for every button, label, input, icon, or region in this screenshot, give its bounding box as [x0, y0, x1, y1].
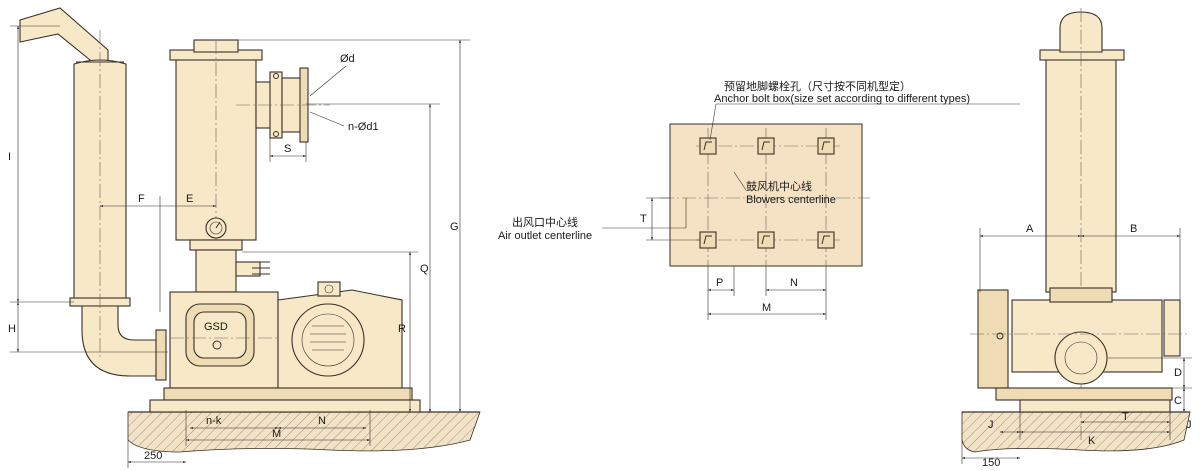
blower-centerline-cn: 鼓风机中心线	[746, 179, 812, 193]
dim-label-R: R	[398, 323, 406, 335]
dim-label-n-k: n-k	[206, 415, 222, 427]
anchor-note-en: Anchor bolt box(size set according to di…	[714, 93, 970, 105]
dim-label-n-phi-d1: n-Ød1	[348, 121, 379, 133]
dim-label-I: I	[8, 151, 11, 163]
side-label-T: T	[1122, 411, 1129, 423]
side-label-K: K	[1088, 435, 1096, 447]
anchor-note-cn: 预留地脚螺栓孔（尺寸按不同机型定）	[724, 79, 911, 93]
side-label-150: 150	[982, 457, 1000, 469]
side-dimensions: A B D C J J K T 150	[961, 223, 1192, 469]
outlet-centerline-cn: 出风口中心线	[512, 215, 578, 229]
dim-label-250: 250	[144, 450, 162, 462]
side-label-B: B	[1130, 223, 1137, 235]
side-label-A: A	[1026, 223, 1034, 235]
side-label-J-right: J	[1186, 419, 1192, 431]
dim-label-E: E	[186, 193, 193, 205]
side-label-C: C	[1174, 395, 1182, 407]
dim-label-F: F	[138, 193, 145, 205]
silencer	[19, 7, 167, 381]
dim-label-S: S	[284, 143, 291, 155]
front-dimensions: I H F E S Q R G Ød n-Ød1 GSD n-k N M 250	[8, 25, 470, 468]
plan-label-M: M	[762, 302, 771, 314]
dim-label-Q: Q	[420, 263, 429, 275]
anchor-plan-view: 预留地脚螺栓孔（尺寸按不同机型定） Anchor bolt box(size s…	[498, 79, 1020, 320]
blower-centerline-en: Blowers centerline	[746, 194, 836, 206]
dim-label-G: G	[450, 221, 459, 233]
plan-label-N: N	[790, 277, 798, 289]
dim-label-phi-d: Ød	[340, 53, 355, 65]
side-view	[961, 8, 1191, 453]
plan-label-P: P	[716, 277, 723, 289]
inlet-filter-housing	[169, 39, 330, 260]
side-label-J-left: J	[988, 419, 994, 431]
front-view	[19, 7, 481, 453]
ground-hatch-front	[127, 411, 481, 453]
dim-label-H: H	[8, 323, 16, 335]
blower-unit	[149, 281, 421, 413]
dim-label-M: M	[272, 428, 281, 440]
gsd-nameplate: GSD	[204, 321, 228, 333]
dim-label-N: N	[318, 415, 326, 427]
outlet-centerline-en: Air outlet centerline	[498, 230, 592, 242]
plan-label-T: T	[640, 213, 647, 225]
anchor-bolt-boxes	[699, 137, 835, 249]
side-label-D: D	[1174, 367, 1182, 379]
